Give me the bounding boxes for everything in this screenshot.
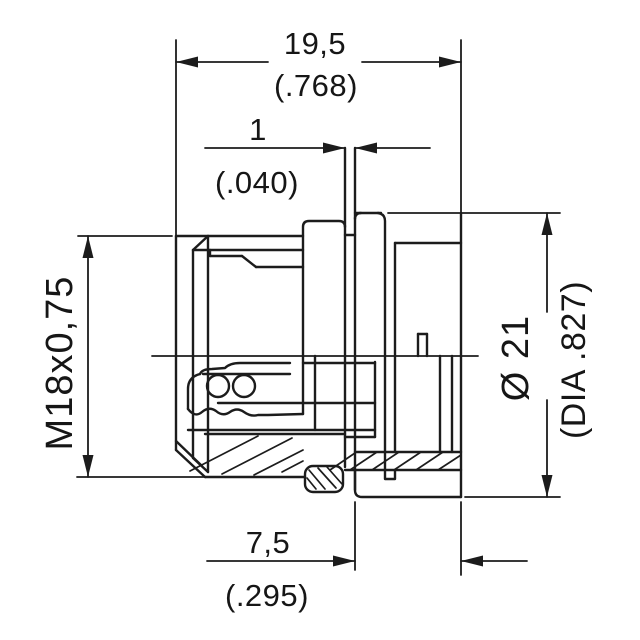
arrow-left [176,56,198,68]
contact-insert [186,361,305,417]
arrow-right [323,142,345,154]
contact-pin [231,373,257,399]
arrow-down [82,455,94,477]
overall-length-mm-label: 19,5 [284,26,346,61]
part-outline [174,146,463,499]
dimension-gap: 1 (.040) [204,112,431,200]
dimension-overall-length: 19,5 (.768) [175,26,462,237]
overall-length-inch-label: (.768) [274,68,358,103]
section-hatching [189,435,462,476]
gap-inch-label: (.040) [215,165,299,200]
mount-length-mm-label: 7,5 [246,525,291,560]
spring-wire [186,407,305,417]
contact-pin [205,373,231,399]
arrow-left [355,142,377,154]
arrow-up [541,213,553,235]
o-ring-seal [303,464,345,494]
gap-mm-label: 1 [249,112,267,147]
arrow-up [82,236,94,258]
dimension-flange-diameter: Ø 21 (DIA .827) [387,212,593,498]
mount-length-inch-label: (.295) [225,578,309,613]
arrow-left [461,555,483,567]
diameter-inch-label: (DIA .827) [555,281,593,439]
dimension-thread: M18x0,75 [39,235,206,478]
thread-label: M18x0,75 [39,276,81,451]
diameter-mm-label: Ø 21 [495,315,537,401]
arrow-right [333,555,355,567]
dimension-mount-length: 7,5 (.295) [206,501,528,613]
arrow-down [541,475,553,497]
arrow-right [439,56,461,68]
